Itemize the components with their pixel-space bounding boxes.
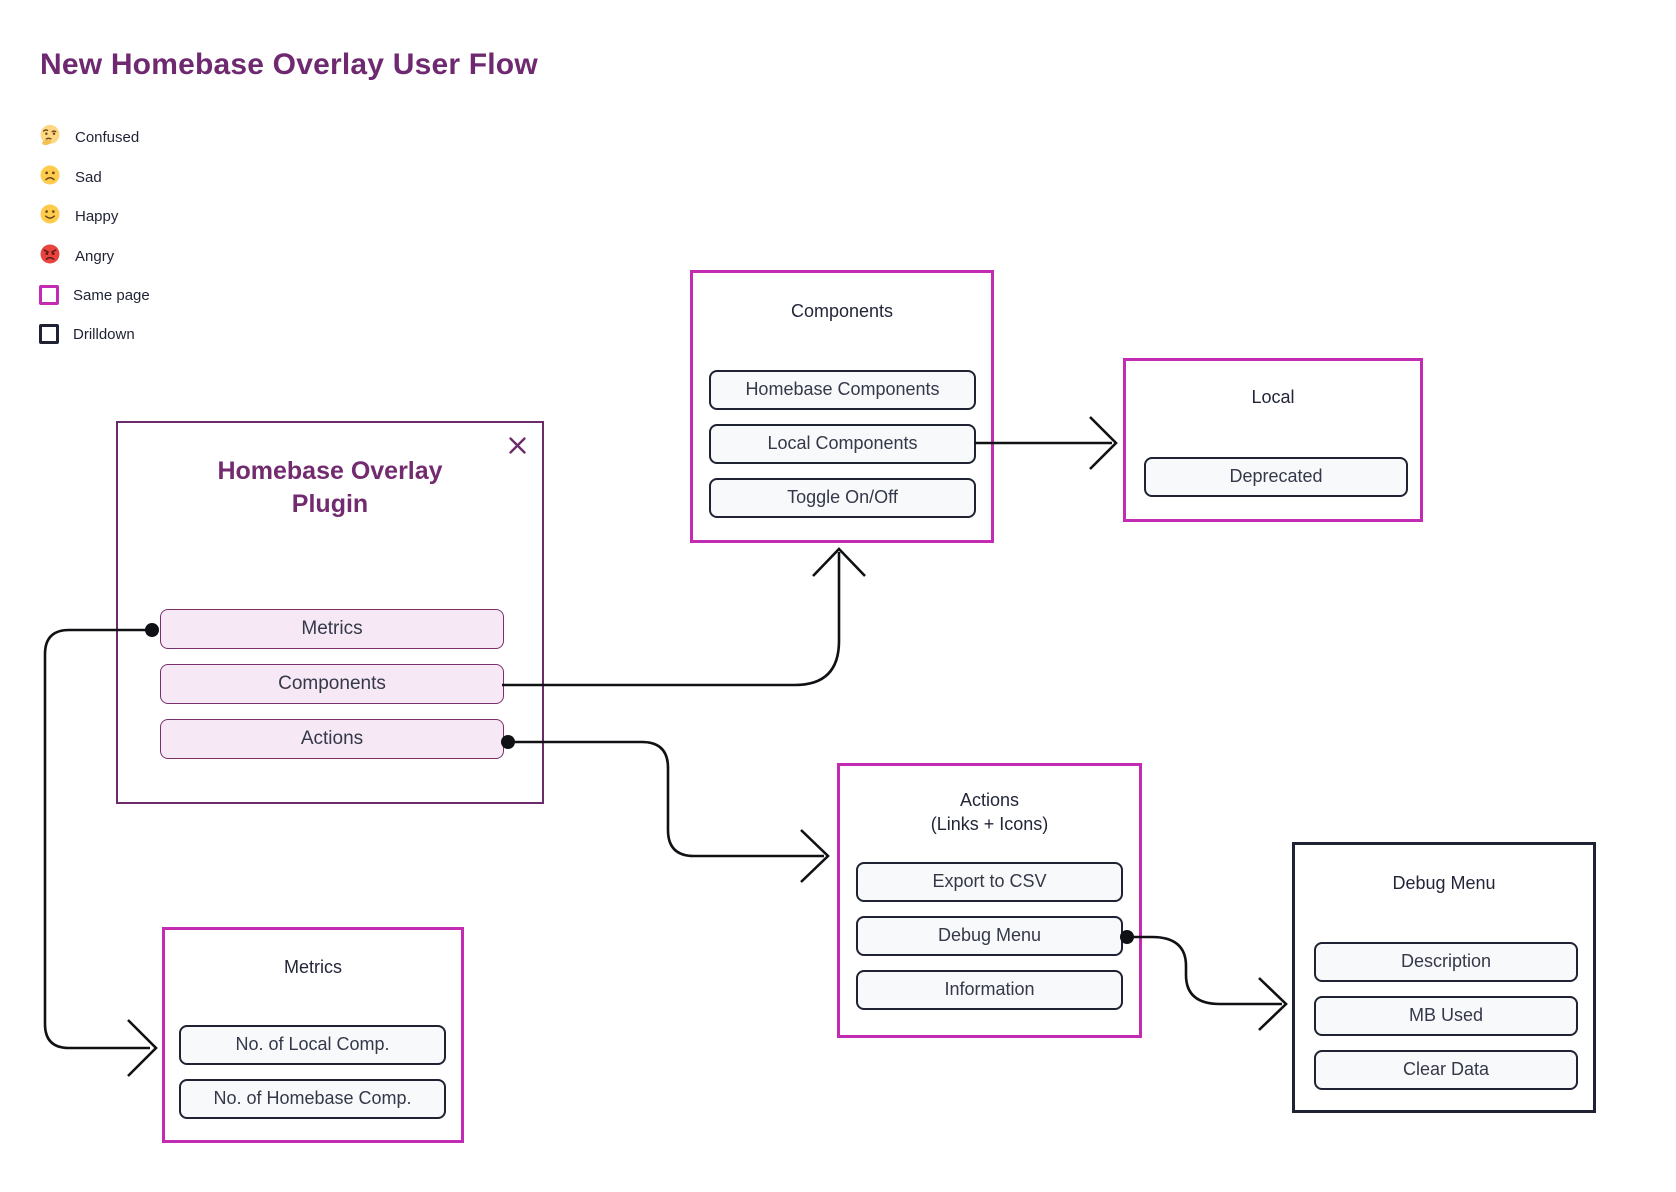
node-components[interactable]: Components Homebase Components Local Com… <box>690 270 994 543</box>
plugin-metrics-button[interactable]: Metrics <box>160 609 504 649</box>
clear-data-button[interactable]: Clear Data <box>1314 1050 1578 1090</box>
local-components-button[interactable]: Local Components <box>709 424 976 464</box>
legend-item-drilldown: Drilldown <box>39 322 135 346</box>
legend-label: Drilldown <box>73 325 135 343</box>
legend-label: Happy <box>75 207 119 225</box>
arrowhead-right <box>800 829 830 883</box>
connector-local <box>975 416 1118 470</box>
description-button[interactable]: Description <box>1314 942 1578 982</box>
legend-item-sad: Sad <box>39 165 102 189</box>
node-title: Metrics <box>284 957 342 977</box>
information-button[interactable]: Information <box>856 970 1123 1010</box>
drilldown-swatch <box>39 324 59 344</box>
arrowhead-up <box>812 547 866 577</box>
same-page-swatch <box>39 285 59 305</box>
node-homebase-overlay-plugin[interactable]: Homebase Overlay Plugin Metrics Componen… <box>116 421 544 804</box>
node-local[interactable]: Local Deprecated <box>1123 358 1423 522</box>
arrowhead-right <box>1258 977 1288 1031</box>
close-icon[interactable] <box>509 437 526 454</box>
node-title: Components <box>790 301 894 321</box>
export-to-csv-button[interactable]: Export to CSV <box>856 862 1123 902</box>
angry-face-emoji <box>39 243 61 270</box>
legend-label: Angry <box>75 247 115 265</box>
node-debug-menu[interactable]: Debug Menu Description MB Used Clear Dat… <box>1292 842 1596 1113</box>
debug-menu-button[interactable]: Debug Menu <box>856 916 1123 956</box>
arrowhead-right <box>1089 416 1118 470</box>
no-of-local-comp-button[interactable]: No. of Local Comp. <box>179 1025 446 1065</box>
plugin-actions-button[interactable]: Actions <box>160 719 504 759</box>
legend-label: Same page <box>73 286 150 304</box>
legend-item-angry: Angry <box>39 244 114 268</box>
node-actions[interactable]: Actions (Links + Icons) Export to CSV De… <box>837 763 1142 1038</box>
legend-item-happy: Happy <box>39 204 118 228</box>
happy-face-emoji <box>39 203 61 230</box>
node-title: Debug Menu <box>1392 873 1496 893</box>
node-title: Actions (Links + Icons) <box>930 790 1049 834</box>
node-title: Homebase Overlay Plugin <box>217 457 443 518</box>
legend-label: Sad <box>75 168 102 186</box>
node-title: Local <box>1251 387 1295 407</box>
legend-item-same-page: Same page <box>39 283 150 307</box>
connector-actions <box>501 735 830 883</box>
sad-face-emoji <box>39 164 61 191</box>
connector-debug-menu <box>1120 930 1288 1031</box>
legend-label: Confused <box>75 128 140 146</box>
toggle-on-off-button[interactable]: Toggle On/Off <box>709 478 976 518</box>
page-title: New Homebase Overlay User Flow <box>40 48 538 81</box>
legend-item-confused: Confused <box>39 124 140 151</box>
plugin-components-button[interactable]: Components <box>160 664 504 704</box>
connector-components <box>502 547 866 687</box>
thinking-face-emoji <box>39 124 61 151</box>
homebase-components-button[interactable]: Homebase Components <box>709 370 976 410</box>
deprecated-button[interactable]: Deprecated <box>1144 457 1408 497</box>
node-metrics[interactable]: Metrics No. of Local Comp. No. of Homeba… <box>162 927 464 1143</box>
mb-used-button[interactable]: MB Used <box>1314 996 1578 1036</box>
arrowhead-right <box>127 1019 158 1077</box>
no-of-homebase-comp-button[interactable]: No. of Homebase Comp. <box>179 1079 446 1119</box>
